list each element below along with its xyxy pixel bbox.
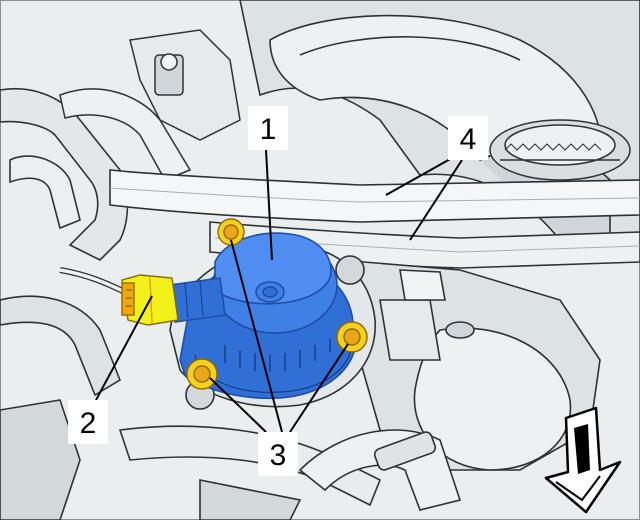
leader-3b bbox=[209, 377, 267, 433]
leader-3a bbox=[230, 239, 283, 433]
leader-lines bbox=[95, 149, 463, 433]
bottom-hoses bbox=[118, 425, 462, 520]
callout-label-3: 3 bbox=[270, 439, 287, 472]
mounting-bolts bbox=[186, 218, 368, 390]
horizontal-tubes bbox=[109, 169, 640, 269]
callout-4: 4 bbox=[448, 116, 488, 160]
down-left-arrow-icon bbox=[544, 406, 622, 514]
bolt-bottom-left bbox=[186, 358, 218, 390]
leader-1 bbox=[265, 149, 273, 261]
callout-1: 1 bbox=[248, 106, 288, 150]
bolt-top bbox=[217, 218, 245, 246]
callout-label-1: 1 bbox=[260, 113, 277, 146]
leader-4a bbox=[385, 157, 453, 196]
callout-label-2: 2 bbox=[80, 407, 97, 440]
leader-4b bbox=[409, 159, 463, 241]
callout-label-4: 4 bbox=[460, 123, 477, 156]
bolt-right bbox=[336, 321, 368, 353]
callout-3: 3 bbox=[258, 432, 298, 476]
leader-3c bbox=[289, 343, 349, 433]
top-bracket bbox=[59, 29, 241, 181]
pulley-assembly bbox=[489, 119, 631, 181]
left-pipes bbox=[0, 88, 129, 520]
highlighted-actuator bbox=[169, 232, 357, 400]
lower-engine-block bbox=[339, 259, 601, 471]
leader-2 bbox=[95, 295, 153, 401]
callout-2: 2 bbox=[68, 400, 108, 444]
